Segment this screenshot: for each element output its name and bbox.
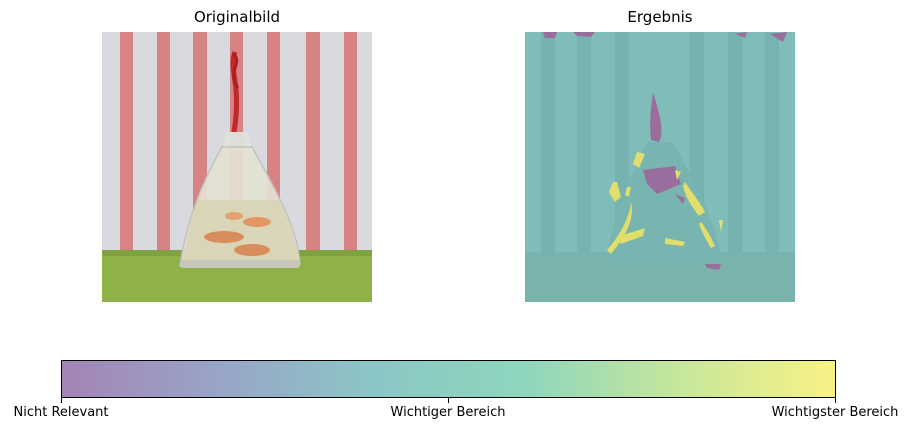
original-image-title: Originalbild — [193, 8, 281, 26]
colorbar — [61, 360, 836, 398]
original-image — [102, 32, 372, 302]
colorbar-tick-low — [61, 398, 62, 403]
colorbar-tick-high — [835, 398, 836, 403]
colorbar-label-low: Nicht Relevant — [13, 405, 109, 420]
result-image-title: Ergebnis — [627, 8, 693, 26]
result-image — [525, 32, 795, 302]
colorbar-label-mid: Wichtiger Bereich — [390, 405, 506, 420]
colorbar-label-high: Wichtigster Bereich — [771, 405, 899, 420]
colorbar-tick-mid — [448, 398, 449, 403]
